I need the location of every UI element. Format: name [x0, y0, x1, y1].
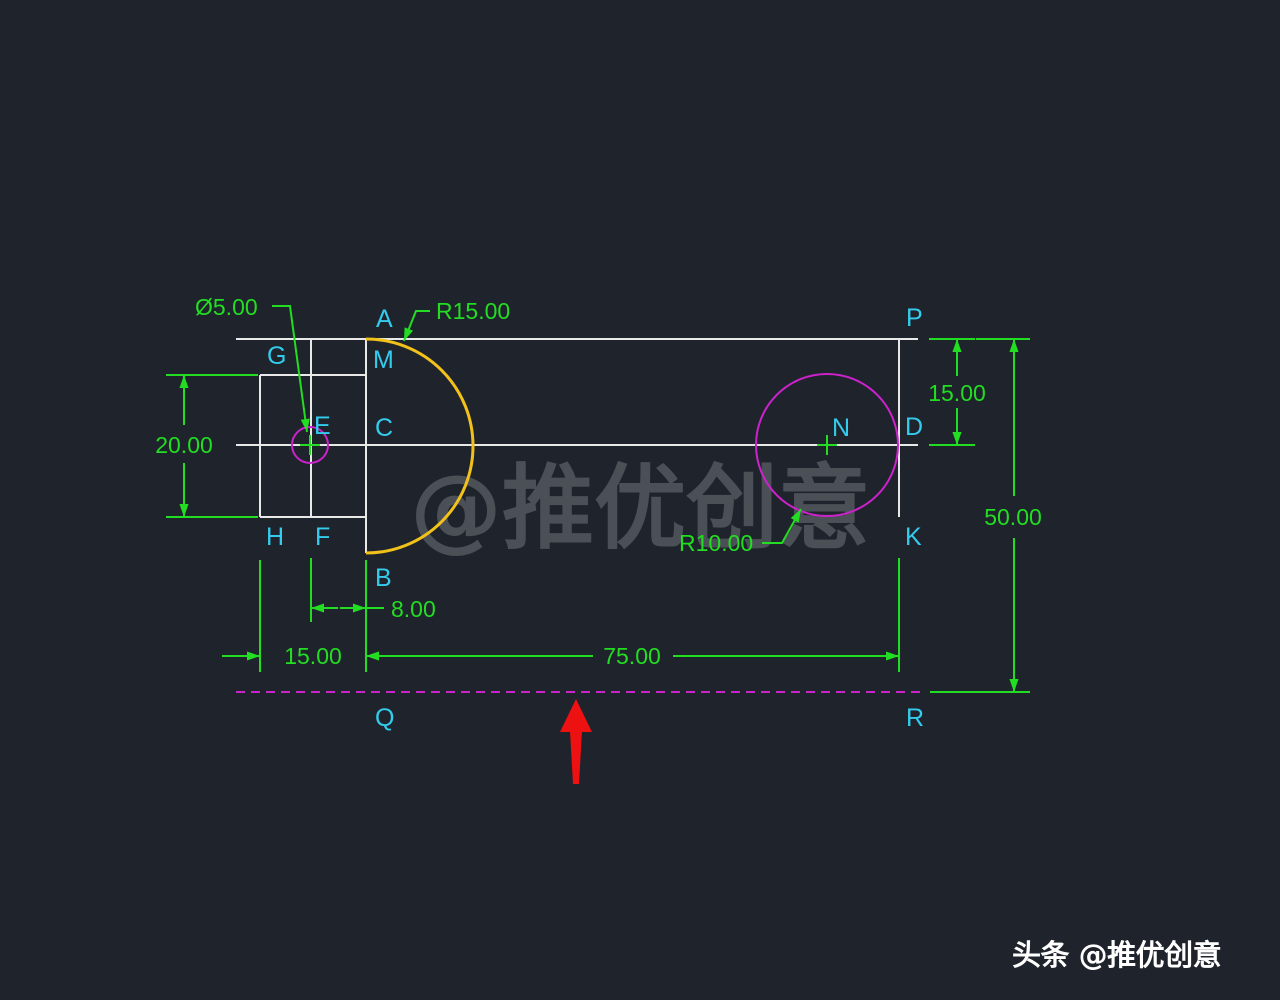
red-arrow-shaft: [570, 731, 582, 784]
dim-text-total-height: 50.00: [984, 504, 1042, 530]
point-label-c: C: [375, 414, 393, 442]
semicircle-arc-r15: [365, 337, 475, 555]
hole-circle-e: [291, 426, 329, 464]
point-label-h: H: [266, 523, 284, 551]
dim-text-circle-radius: R10.00: [679, 530, 753, 556]
footer-watermark: 头条 @推优创意: [1012, 938, 1222, 972]
dimension-texts: Ø5.00 R15.00 20.00 15.00 50.00 R10.00 8.…: [155, 294, 1042, 669]
dimensions: [166, 305, 1030, 693]
red-arrow-head: [560, 699, 592, 732]
point-label-a: A: [376, 305, 393, 333]
dim-text-main-width: 75.00: [603, 643, 661, 669]
point-label-p: P: [906, 304, 923, 332]
dim-text-inner-width: 8.00: [391, 596, 436, 622]
point-label-q: Q: [375, 704, 394, 732]
point-labels: A G M E C H F B Q P N D K R: [266, 304, 924, 732]
watermark-text: @推优创意: [410, 455, 870, 562]
leader-circle-radius: [762, 508, 802, 544]
point-label-n: N: [832, 414, 850, 442]
dim-text-top-offset: 15.00: [928, 380, 986, 406]
point-label-g: G: [267, 342, 286, 370]
red-indicator-arrow: [560, 699, 592, 784]
center-marks: [300, 435, 837, 455]
leader-arc-radius: [403, 310, 430, 342]
circle-n: [755, 373, 899, 517]
dim-text-height-left: 20.00: [155, 432, 213, 458]
point-label-b: B: [375, 564, 392, 592]
point-label-r: R: [906, 704, 924, 732]
point-label-e: E: [314, 412, 331, 440]
dim-text-left-width: 15.00: [284, 643, 342, 669]
point-label-f: F: [315, 523, 330, 551]
dim-text-arc-radius: R15.00: [436, 298, 510, 324]
leader-hole-diameter: [272, 305, 310, 433]
point-label-k: K: [905, 523, 922, 551]
dim-text-hole-diameter: Ø5.00: [195, 294, 258, 320]
point-label-d: D: [905, 413, 923, 441]
point-label-m: M: [373, 346, 394, 374]
